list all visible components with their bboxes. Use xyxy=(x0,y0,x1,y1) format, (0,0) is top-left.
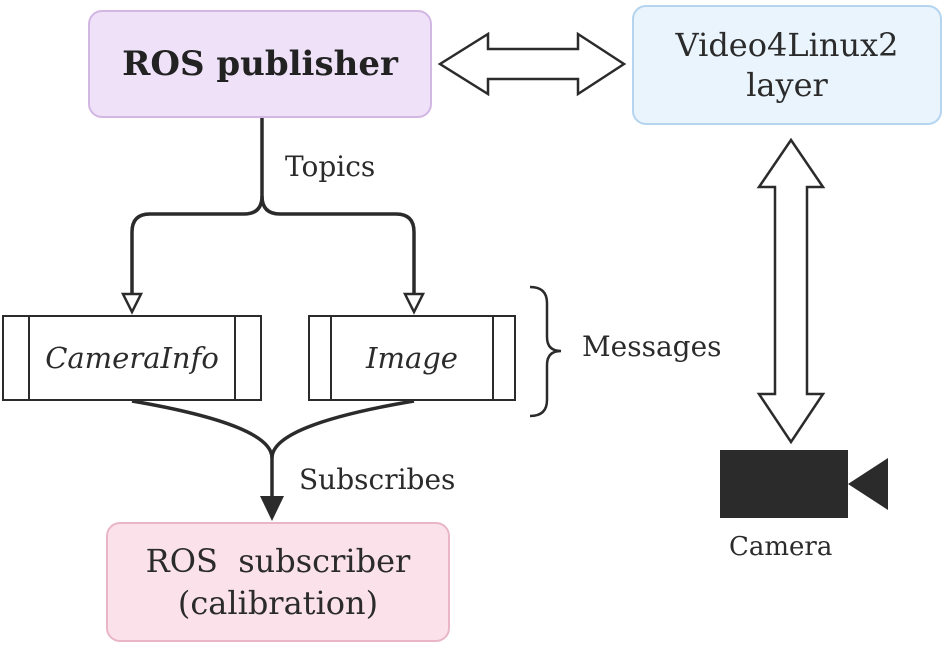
subscribes-connector-right xyxy=(270,399,415,459)
camerainfo-message-box: CameraInfo xyxy=(2,315,262,401)
ros-subscriber-label-line2: (calibration) xyxy=(177,584,379,622)
double-headed-arrow-icon xyxy=(437,31,627,97)
ros-subscriber-label-line1: ROS subscriber xyxy=(145,542,411,580)
camerainfo-message-label: CameraInfo xyxy=(45,341,219,375)
v4l2-label-line1: Video4Linux2 xyxy=(675,26,899,64)
subscribes-label: Subscribes xyxy=(299,463,456,496)
image-message-label: Image xyxy=(366,341,458,375)
arrowhead-image xyxy=(402,292,426,315)
v4l2-label-line2: layer xyxy=(746,66,828,104)
video4linux2-layer-node: Video4Linux2 layer xyxy=(632,5,942,125)
topics-label: Topics xyxy=(285,150,376,183)
video-camera-icon xyxy=(720,450,888,518)
messages-label: Messages xyxy=(582,330,722,363)
messages-brace xyxy=(529,285,562,418)
arrowhead-camerainfo xyxy=(120,292,144,315)
topics-connector-right xyxy=(260,195,416,298)
image-message-box: Image xyxy=(308,315,516,401)
camera-label: Camera xyxy=(729,532,833,562)
ros-subscriber-node: ROS subscriber (calibration) xyxy=(106,522,450,642)
ros-publisher-label: ROS publisher xyxy=(122,44,398,84)
subscribes-connector xyxy=(131,399,274,505)
arrowhead-subscriber xyxy=(260,496,284,521)
ros-publisher-node: ROS publisher xyxy=(88,10,432,118)
double-headed-arrow-icon xyxy=(756,137,826,445)
topics-connector xyxy=(130,118,264,298)
